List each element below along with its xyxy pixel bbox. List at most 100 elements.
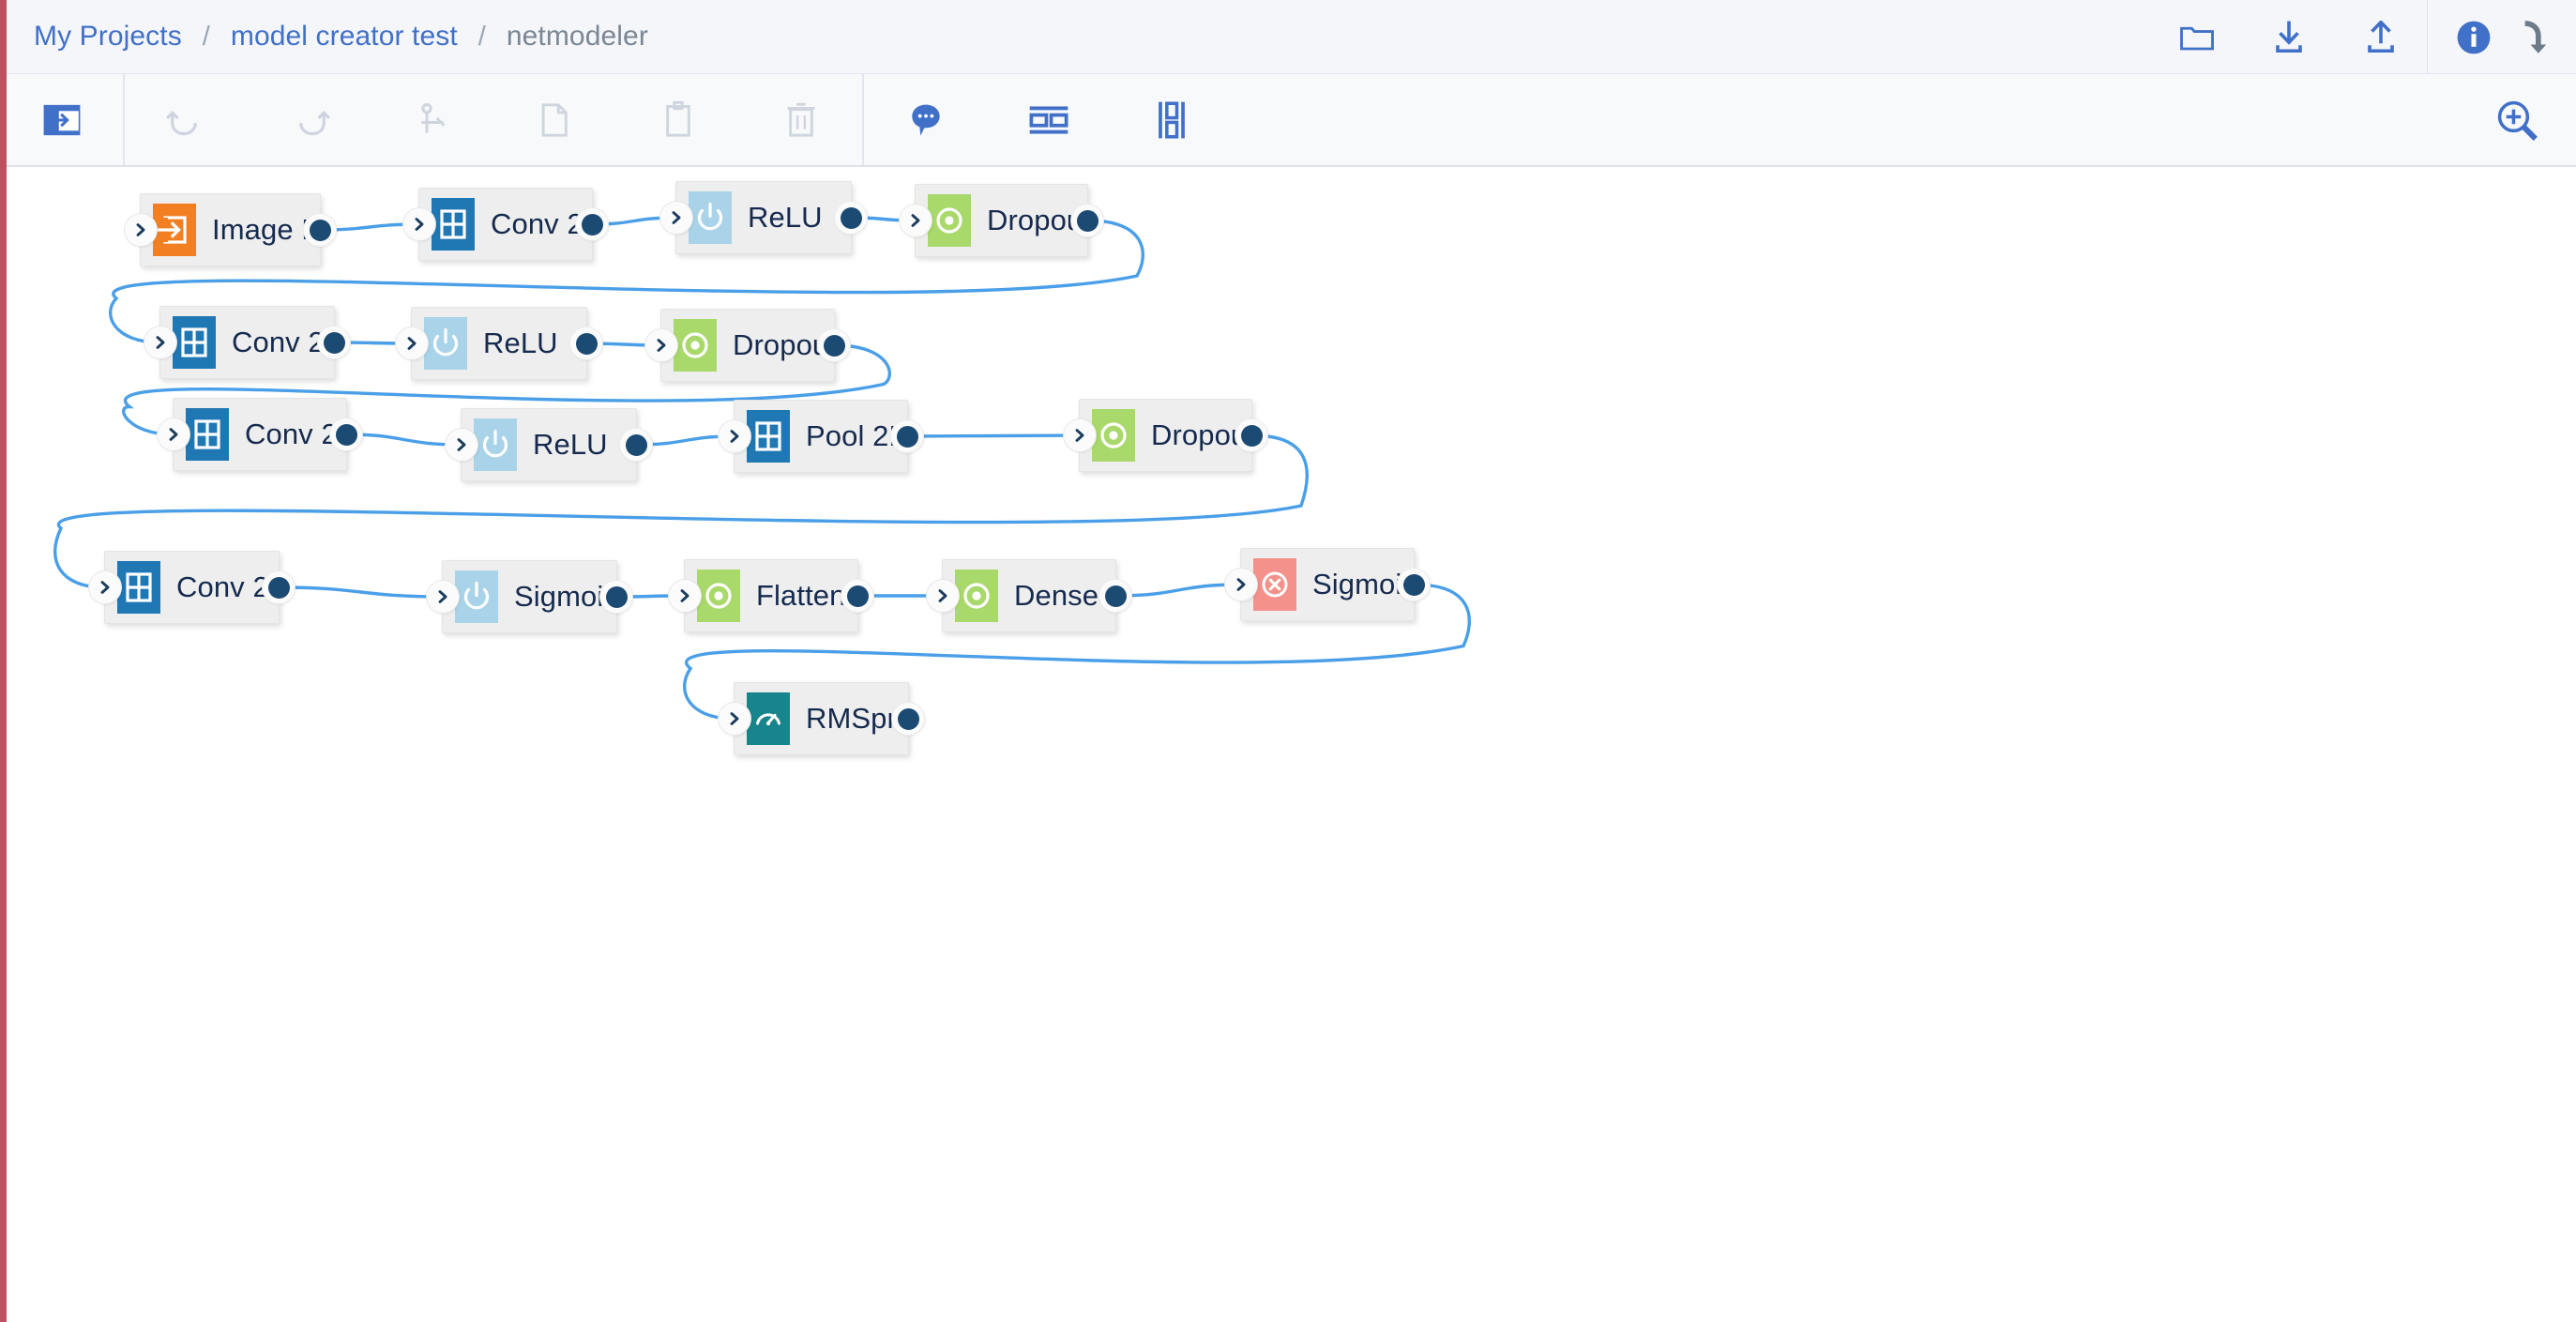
- graph-node-dropout[interactable]: Dropout: [1064, 399, 1267, 472]
- node-output-port[interactable]: [600, 581, 632, 613]
- node-label: Flatten: [756, 579, 846, 612]
- arrow-down-icon[interactable]: [2520, 0, 2576, 74]
- node-input-port[interactable]: [669, 580, 701, 612]
- breadcrumb-item-my-projects[interactable]: My Projects: [34, 21, 182, 52]
- graph-node-dropout[interactable]: Dropout: [900, 184, 1103, 257]
- redo-icon[interactable]: [248, 74, 371, 165]
- node-input-port[interactable]: [403, 208, 435, 240]
- node-output-port[interactable]: [1235, 419, 1267, 451]
- node-label: ReLU: [483, 327, 558, 359]
- toolbar-divider-2: [862, 74, 864, 165]
- power-icon: [689, 191, 732, 244]
- node-input-port[interactable]: [660, 202, 692, 234]
- node-output-port[interactable]: [892, 703, 924, 735]
- node-input-port[interactable]: [125, 214, 157, 246]
- graph-node-conv-2d[interactable]: Conv 2D: [403, 188, 608, 261]
- folder-icon[interactable]: [2151, 0, 2243, 74]
- node-output-port[interactable]: [1099, 580, 1131, 612]
- data-icon: [153, 204, 196, 256]
- node-output-port[interactable]: [891, 420, 923, 452]
- open-palette-icon[interactable]: [0, 74, 123, 165]
- node-output-port[interactable]: [570, 327, 602, 359]
- node-output-port[interactable]: [1071, 205, 1103, 236]
- graph-node-pool-2d[interactable]: Pool 2D: [719, 400, 923, 473]
- node-label: ReLU: [748, 201, 823, 234]
- graph-node-conv-2d[interactable]: Conv 2D: [158, 398, 362, 471]
- target-icon: [955, 570, 998, 622]
- node-output-port[interactable]: [841, 580, 873, 612]
- node-input-port[interactable]: [645, 329, 677, 361]
- node-input-port[interactable]: [719, 703, 750, 735]
- graph-node-sigmoid[interactable]: Sigmoid: [427, 560, 632, 633]
- toolbar: [0, 74, 2576, 167]
- node-input-port[interactable]: [1064, 419, 1096, 451]
- graph-node-image-data[interactable]: Image Data: [125, 193, 336, 266]
- toolbar-spacer: [1233, 74, 2495, 165]
- upload-icon[interactable]: [2335, 0, 2427, 74]
- grid-icon: [432, 198, 475, 251]
- node-input-port[interactable]: [396, 327, 428, 359]
- graph-canvas[interactable]: Image DataConv 2DReLUDropoutConv 2DReLUD…: [7, 169, 2576, 1322]
- toolbar-group-palette: [0, 74, 123, 165]
- copy-icon[interactable]: [493, 74, 616, 165]
- graph-node-dense[interactable]: Dense: [927, 559, 1131, 632]
- toolbar-group-zoom: [2495, 74, 2576, 165]
- node-output-port[interactable]: [263, 571, 295, 603]
- left-accent-rail: [0, 0, 7, 1322]
- graph-node-relu[interactable]: ReLU: [396, 307, 602, 380]
- node-output-port[interactable]: [835, 202, 867, 234]
- paste-icon[interactable]: [616, 74, 739, 165]
- power-icon: [424, 317, 467, 370]
- arrange-vertical-icon[interactable]: [1110, 74, 1233, 165]
- undo-icon[interactable]: [125, 74, 248, 165]
- graph-edge[interactable]: [1114, 583, 1242, 598]
- arrange-horizontal-icon[interactable]: [987, 74, 1110, 165]
- node-output-port[interactable]: [1398, 569, 1430, 600]
- node-output-port[interactable]: [330, 418, 362, 450]
- power-icon: [455, 570, 498, 623]
- node-input-port[interactable]: [89, 571, 121, 603]
- graph-node-conv-2d[interactable]: Conv 2D: [89, 551, 295, 624]
- graph-node-conv-2d[interactable]: Conv 2D: [144, 306, 350, 379]
- node-input-port[interactable]: [719, 420, 750, 452]
- node-input-port[interactable]: [158, 418, 189, 450]
- info-icon[interactable]: [2428, 0, 2520, 74]
- header-actions: [2151, 0, 2576, 74]
- graph-node-relu[interactable]: ReLU: [446, 408, 652, 481]
- node-output-port[interactable]: [304, 214, 336, 246]
- graph-edge[interactable]: [906, 433, 1081, 438]
- circle-x-icon: [1253, 558, 1296, 611]
- power-icon: [474, 418, 517, 471]
- graph-node-dropout[interactable]: Dropout: [645, 309, 850, 382]
- node-input-port[interactable]: [427, 581, 459, 613]
- node-input-port[interactable]: [446, 429, 477, 461]
- node-output-port[interactable]: [818, 329, 850, 361]
- zoom-in-icon[interactable]: [2495, 74, 2576, 165]
- breadcrumb-item-netmodeler: netmodeler: [506, 21, 648, 52]
- node-input-port[interactable]: [144, 327, 176, 358]
- target-icon: [1092, 409, 1135, 462]
- delete-icon[interactable]: [739, 74, 862, 165]
- node-output-port[interactable]: [576, 208, 608, 240]
- node-input-port[interactable]: [1225, 569, 1257, 600]
- node-output-port[interactable]: [620, 429, 652, 461]
- graph-node-relu[interactable]: ReLU: [660, 181, 867, 254]
- breadcrumb-bar: My Projects / model creator test / netmodele…: [0, 0, 2576, 74]
- graph-edge[interactable]: [278, 585, 444, 599]
- download-icon[interactable]: [2243, 0, 2335, 74]
- node-input-port[interactable]: [927, 580, 959, 612]
- breadcrumb-separator: /: [202, 21, 210, 52]
- comment-icon[interactable]: [864, 74, 987, 165]
- node-label: Dense: [1014, 579, 1099, 612]
- target-icon: [928, 194, 971, 247]
- breadcrumb-separator: /: [477, 21, 486, 52]
- breadcrumb-item-model-creator-test[interactable]: model creator test: [230, 21, 458, 52]
- cut-icon[interactable]: [371, 74, 493, 165]
- node-input-port[interactable]: [900, 205, 932, 236]
- graph-node-flatten[interactable]: Flatten: [669, 559, 873, 632]
- graph-edge[interactable]: [345, 433, 462, 447]
- graph-node-rmsprop[interactable]: RMSprop: [719, 682, 924, 755]
- node-output-port[interactable]: [318, 327, 350, 358]
- graph-node-sigmoid-cr[interactable]: Sigmoid Cr...: [1225, 548, 1430, 621]
